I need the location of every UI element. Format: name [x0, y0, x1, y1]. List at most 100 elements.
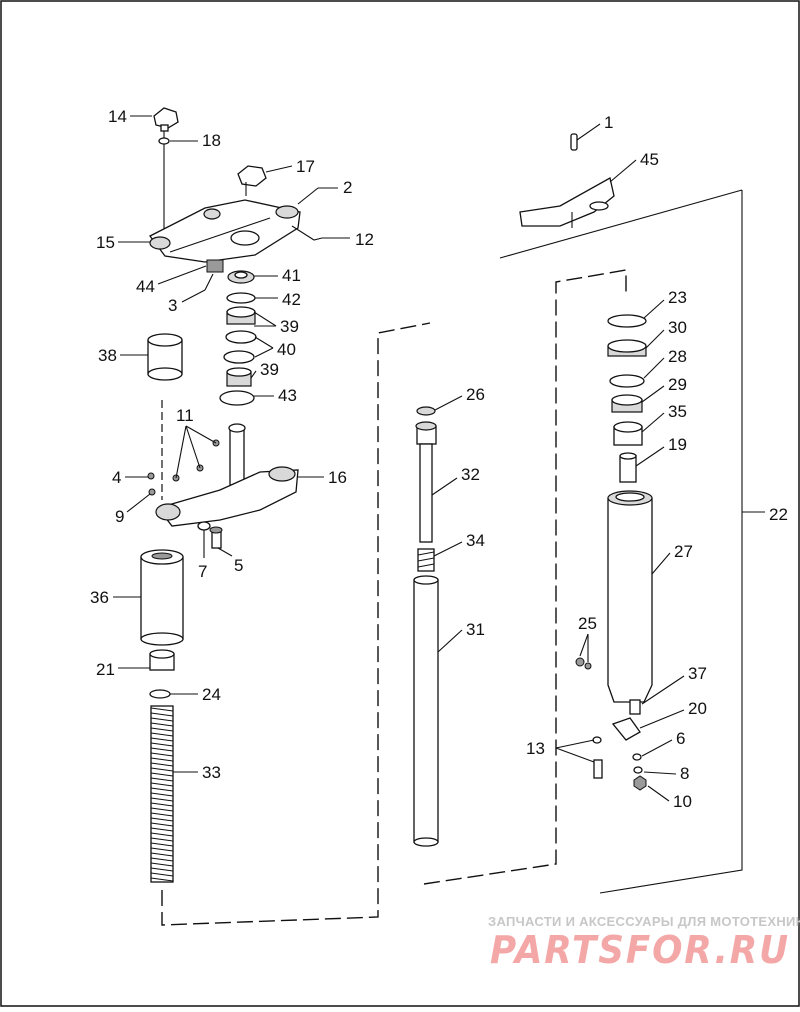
part-32-damper-tube	[415, 421, 437, 543]
callout-c22: 22	[769, 505, 788, 524]
callout-c40: 40	[277, 340, 296, 359]
part-39-bearing-lower	[226, 367, 252, 387]
part-33-spring	[150, 705, 174, 883]
leader-line-c40	[254, 347, 274, 358]
callout-c10: 10	[673, 792, 692, 811]
part-8-washer	[633, 766, 643, 774]
part-23-retaining-ring	[607, 314, 647, 328]
leader-line-c13	[555, 747, 595, 763]
callout-c1: 1	[604, 113, 613, 132]
assembly-paths	[161, 130, 765, 926]
callout-c13: 13	[526, 739, 545, 758]
part-1-pin	[570, 133, 578, 151]
leader-line-c11	[175, 425, 187, 479]
part-34-rebound-spring	[417, 548, 435, 572]
callout-c9: 9	[115, 507, 124, 526]
part-30-seal	[607, 339, 647, 357]
part-4-screw	[147, 472, 155, 480]
callout-c24: 24	[202, 685, 221, 704]
part-15-upper-bracket	[149, 199, 301, 263]
part-7-washer	[197, 521, 211, 531]
part-39-bearing-upper	[226, 306, 256, 325]
part-16-lower-bracket	[155, 423, 299, 527]
part-36-cover	[140, 549, 184, 646]
part-24-oring	[149, 689, 171, 699]
callout-c30: 30	[668, 318, 687, 337]
callout-c39a: 39	[280, 317, 299, 336]
callout-c27: 27	[674, 542, 693, 561]
callout-c8: 8	[680, 764, 689, 783]
leader-line-c13	[555, 739, 595, 749]
leader-line-c20	[639, 709, 685, 729]
leader-line-c23	[643, 299, 665, 319]
callout-c21: 21	[96, 660, 115, 679]
part-41-nut	[227, 270, 255, 284]
leader-line-c44	[157, 265, 207, 285]
leader-line-c11	[185, 425, 217, 444]
part-44-plate	[206, 259, 224, 273]
callout-c23: 23	[668, 288, 687, 307]
leader-line-c17	[265, 165, 293, 173]
part-12-clip	[291, 225, 323, 241]
callout-c41: 41	[282, 266, 301, 285]
leader-line-c5	[217, 547, 233, 557]
callout-c29: 29	[668, 375, 687, 394]
part-21-cap	[149, 649, 175, 671]
callout-c14: 14	[108, 107, 127, 126]
leader-line-c6	[641, 739, 673, 757]
callout-c12: 12	[355, 230, 374, 249]
leader-line-c30	[645, 329, 665, 349]
callout-c36: 36	[90, 588, 109, 607]
leader-line-c32	[431, 477, 458, 496]
part-42-washer	[226, 292, 256, 304]
part-45-bracket	[519, 177, 615, 228]
callout-c2: 2	[343, 178, 352, 197]
part-13-studs	[592, 736, 603, 779]
part-5-bolt	[209, 526, 223, 549]
leader-line-c11	[185, 425, 201, 469]
leader-line-c1	[576, 123, 601, 141]
callout-c43: 43	[278, 386, 297, 405]
part-40-race-upper	[225, 330, 257, 344]
leader-line-c34	[433, 541, 463, 557]
callout-c38: 38	[98, 346, 117, 365]
part-25-screws	[575, 657, 592, 670]
part-28-washer	[609, 374, 645, 388]
watermark-logo: PARTSFOR.RU	[490, 928, 790, 972]
callout-c19: 19	[668, 435, 687, 454]
callout-c17: 17	[296, 157, 315, 176]
callout-c25: 25	[578, 614, 597, 633]
leader-line-c19	[635, 446, 665, 467]
part-26-ring	[416, 406, 436, 416]
callout-c37: 37	[688, 664, 707, 683]
leader-line-c29	[641, 385, 665, 403]
part-20-axle-cap	[611, 717, 641, 741]
leader-line-c40	[254, 336, 274, 349]
part-43-seal	[219, 390, 255, 406]
callout-c7: 7	[198, 562, 207, 581]
leader-line-c39a	[253, 311, 277, 327]
callout-c6: 6	[676, 729, 685, 748]
callout-c34: 34	[466, 531, 485, 550]
leader-line-c35	[641, 412, 665, 433]
callout-c44: 44	[136, 277, 155, 296]
callout-c35: 35	[668, 402, 687, 421]
part-37-drain	[629, 699, 641, 715]
watermark: ЗАПЧАСТИ И АКСЕССУАРЫ ДЛЯ МОТОТЕХНИКИ PA…	[488, 914, 800, 972]
leader-line-c9	[126, 493, 151, 513]
callout-c4: 4	[112, 468, 121, 487]
leader-line-c27	[651, 552, 671, 575]
part-40-race-lower	[223, 350, 255, 364]
leader-line-c10	[647, 785, 670, 802]
callout-c28: 28	[668, 347, 687, 366]
leader-line-c28	[643, 357, 665, 379]
part-31-fork-tube	[413, 575, 439, 847]
callout-c18: 18	[202, 131, 221, 150]
callout-c5: 5	[234, 556, 243, 575]
part-10-nut	[633, 775, 647, 791]
part-27-slider	[607, 490, 653, 703]
part-38-spacer	[147, 333, 183, 381]
part-3-screw	[204, 273, 214, 291]
